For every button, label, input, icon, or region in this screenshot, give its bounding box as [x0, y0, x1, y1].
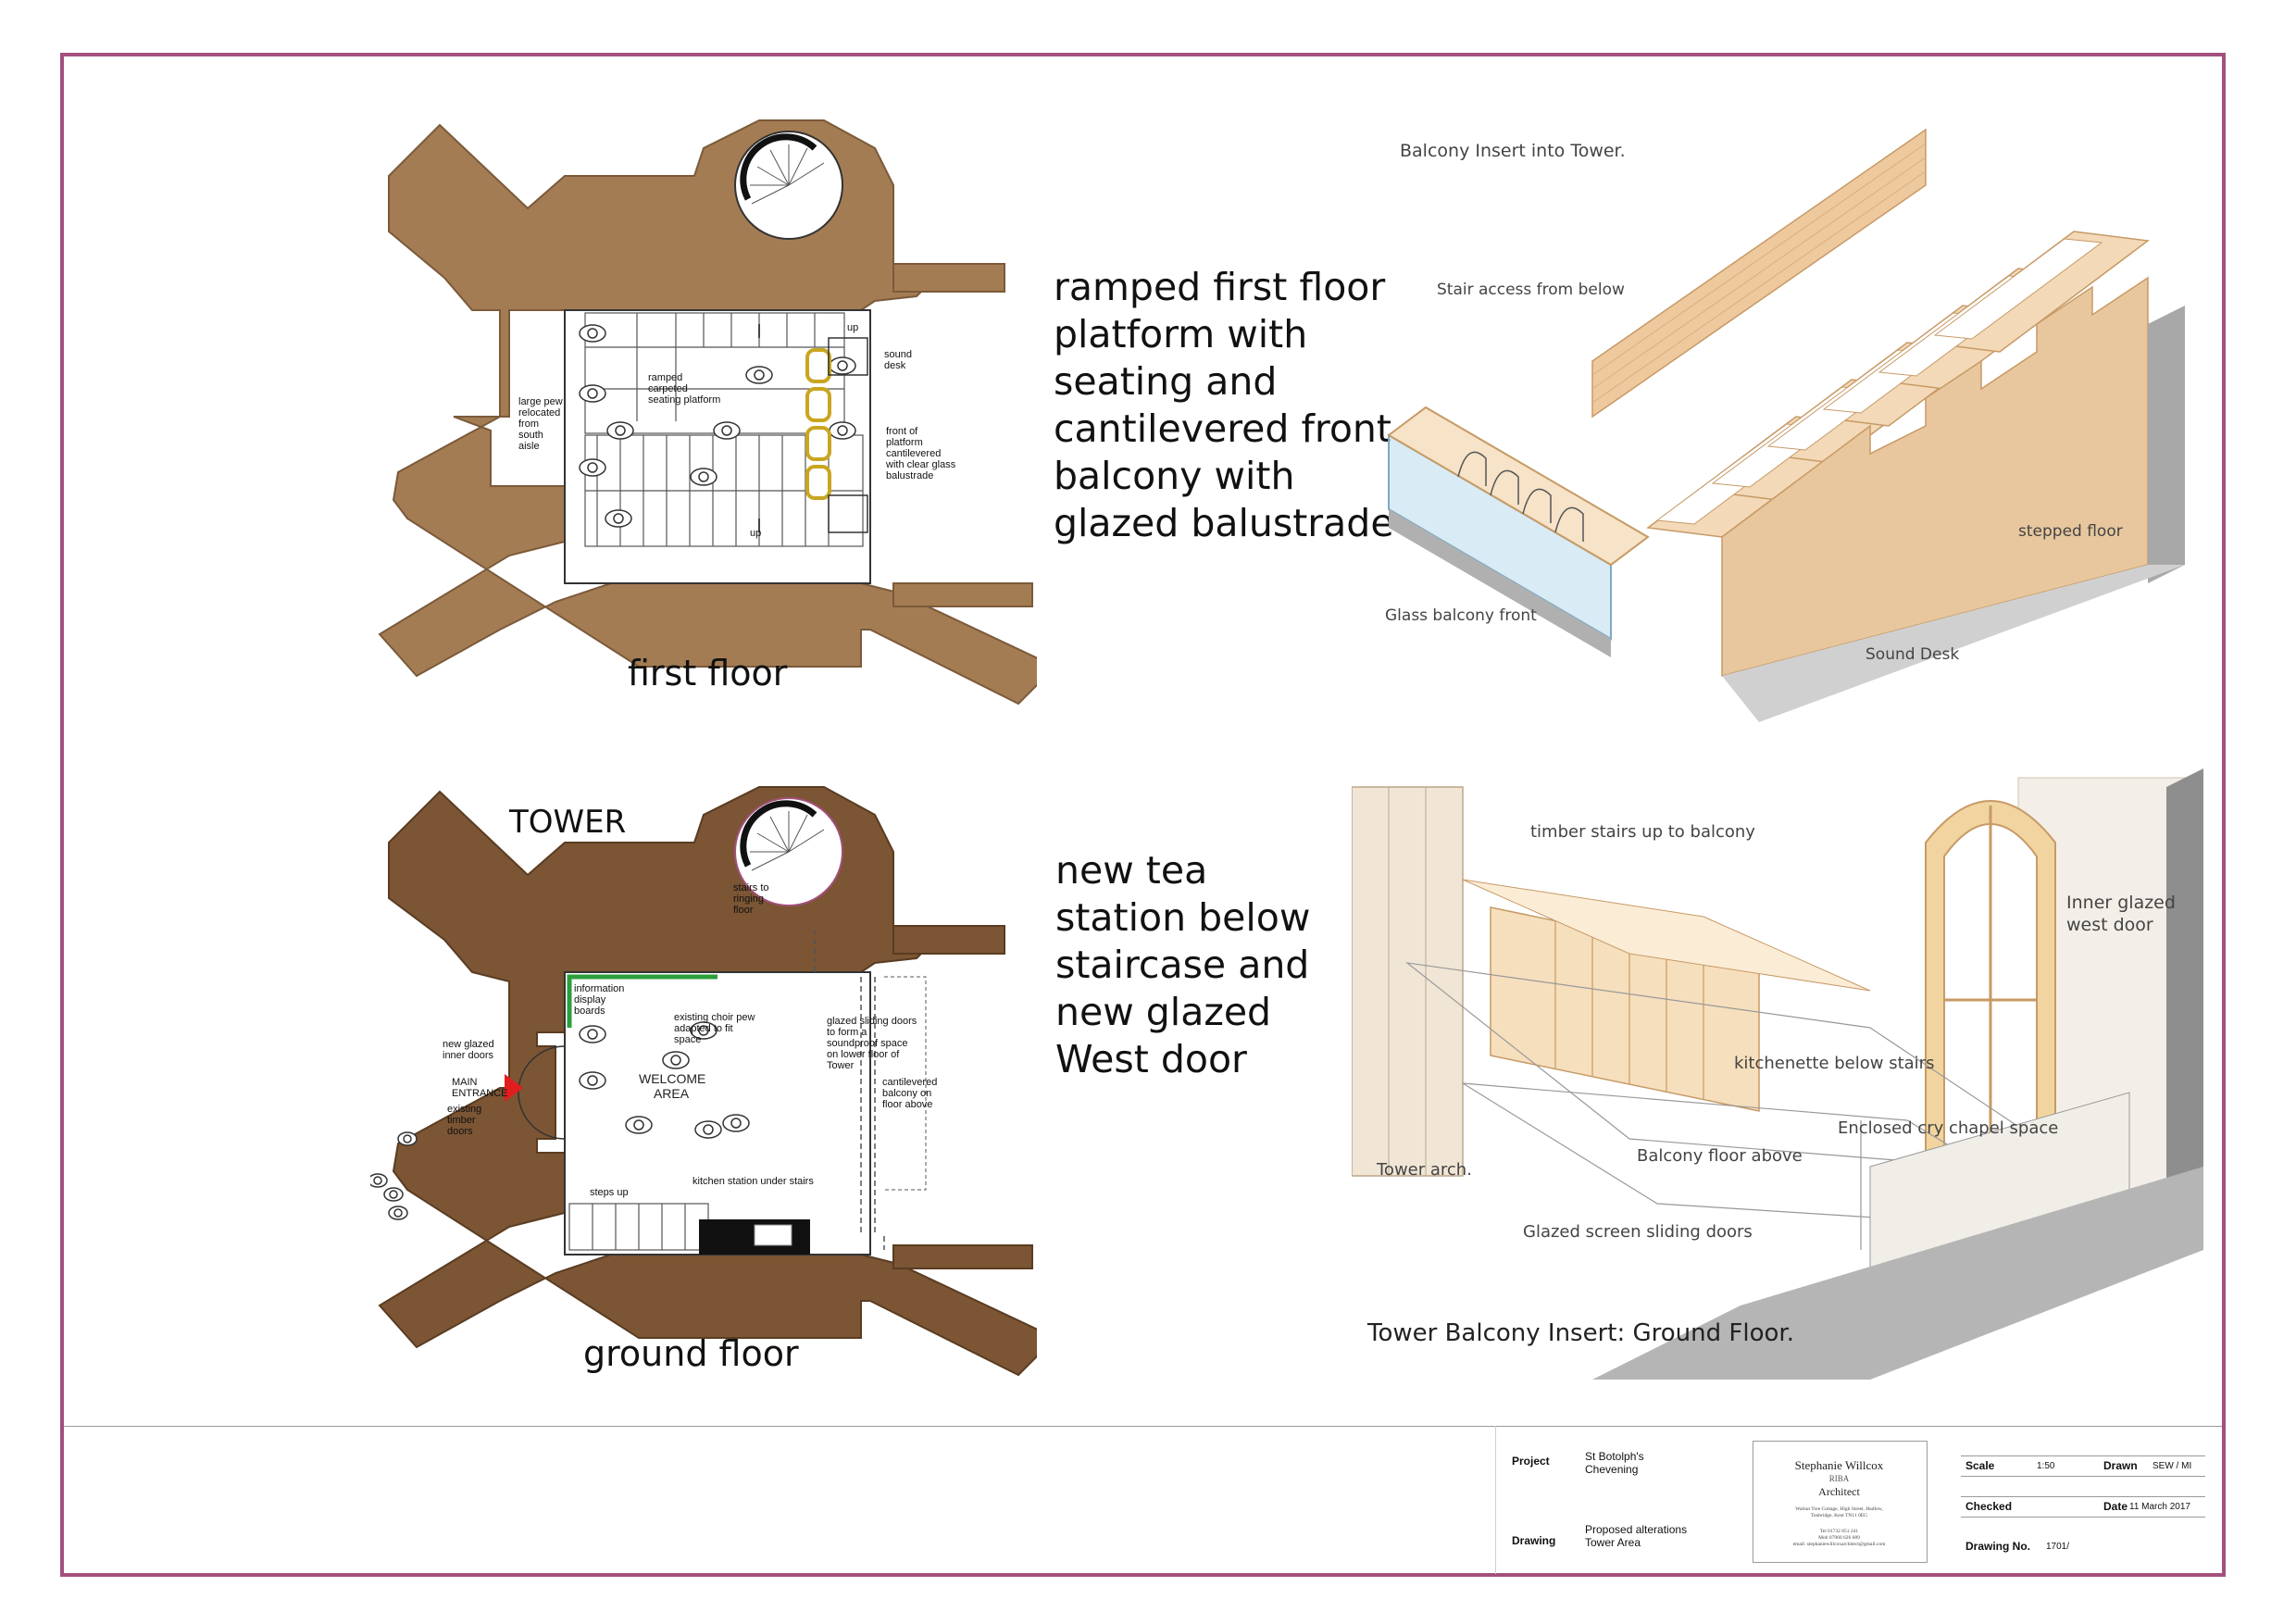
- first-floor-caption: first floor: [628, 653, 788, 693]
- label-stairs-ringing: stairs to ringing floor: [733, 882, 769, 916]
- title-row-rule: [1961, 1496, 2205, 1497]
- label-new-glazed-inner: new glazed inner doors: [443, 1039, 494, 1061]
- architect-title: Architect: [1818, 1485, 1860, 1498]
- label-welcome-area: WELCOME AREA: [639, 1071, 706, 1101]
- label-kitchen-station: kitchen station under stairs: [693, 1176, 814, 1187]
- label-ramped-platform: ramped carpeted seating platform: [648, 372, 721, 406]
- drawing-value: Proposed alterations Tower Area: [1585, 1523, 1688, 1549]
- architect-mob: Mob 07960 626 689: [1818, 1535, 1860, 1541]
- title-block-rule: [1495, 1426, 1496, 1574]
- ground-floor-wall-stub: [892, 1244, 1033, 1269]
- drawn-label: Drawn: [2103, 1459, 2138, 1472]
- sheet-border: [60, 53, 2226, 1577]
- drawing-no-label: Drawing No.: [1965, 1540, 2031, 1553]
- ground-floor-caption: ground floor: [583, 1333, 799, 1374]
- label-glazed-sliding-doors: glazed sliding doors to form a soundproo…: [827, 1016, 917, 1071]
- label-stair-access: Stair access from below: [1437, 281, 1625, 299]
- drawn-value: SEW / MI: [2152, 1461, 2192, 1471]
- description-upper: ramped first floor platform with seating…: [1054, 265, 1394, 545]
- label-timber-stairs: timber stairs up to balcony: [1530, 822, 1755, 842]
- balcony-sketch: [1387, 128, 2185, 722]
- architect-stamp: [1753, 1441, 1928, 1563]
- balcony-seat: [805, 387, 831, 422]
- label-large-pew: large pew relocated from south aisle: [518, 396, 563, 452]
- label-information-boards: information display boards: [574, 983, 625, 1017]
- seat-cushion: [1933, 238, 2103, 340]
- ground-floor-plan: [370, 786, 1037, 1377]
- first-floor-plan: [378, 119, 1037, 706]
- label-sound-desk-sketch: Sound Desk: [1866, 645, 1960, 664]
- first-floor-wall-stub: [892, 582, 1033, 607]
- project-label: Project: [1512, 1455, 1550, 1468]
- label-sound-desk: sound desk: [884, 349, 912, 371]
- scale-value: 1:50: [2037, 1461, 2055, 1471]
- sketch-title-balcony: Balcony Insert into Tower.: [1400, 141, 1626, 161]
- label-stepped-floor: stepped floor: [2018, 522, 2123, 541]
- architect-address: Walnut Tree Cottage, High Street, Hadlow…: [1795, 1506, 1883, 1518]
- first-floor-wall-mass: [378, 119, 1037, 706]
- title-row-rule: [1961, 1517, 2205, 1518]
- label-up-top: up: [847, 322, 859, 333]
- architect-name: Stephanie Willcox: [1794, 1458, 1884, 1472]
- tower-heading: TOWER: [509, 804, 627, 841]
- title-row-rule: [1961, 1476, 2205, 1477]
- label-choir-pew: existing choir pew adapted to fit space: [674, 1012, 755, 1045]
- date-label: Date: [2103, 1500, 2128, 1513]
- project-value: St Botolph's Chevening: [1585, 1450, 1644, 1476]
- balcony-seat: [805, 348, 831, 383]
- entrance-arrow: [505, 1074, 523, 1102]
- drawing-label: Drawing: [1512, 1534, 1556, 1547]
- checked-label: Checked: [1965, 1500, 2013, 1513]
- architect-riba: RIBA: [1828, 1474, 1850, 1483]
- label-kitchenette: kitchenette below stairs: [1734, 1054, 1935, 1073]
- label-tower-arch: Tower arch.: [1377, 1160, 1472, 1180]
- label-steps-up: steps up: [590, 1187, 629, 1198]
- balcony-seat: [805, 426, 831, 461]
- label-up-bottom: up: [750, 528, 762, 539]
- architect-email: email: stephaniewillcoxarchitect@gmail.c…: [1792, 1542, 1886, 1547]
- label-inner-glazed-door: Inner glazed west door: [2066, 893, 2176, 935]
- description-lower: new tea station below staircase and new …: [1055, 848, 1311, 1081]
- label-front-platform: front of platform cantilevered with clea…: [886, 426, 956, 481]
- ground-floor-wall-stub: [892, 925, 1005, 955]
- sketch-caption-ground: Tower Balcony Insert: Ground Floor.: [1367, 1319, 1794, 1347]
- label-main-entrance: MAIN ENTRANCE: [452, 1077, 508, 1099]
- tower-arch: [1352, 786, 1464, 1177]
- title-row-rule: [1961, 1455, 2205, 1456]
- architect-tel: Tel 01732 851 241: [1819, 1529, 1859, 1534]
- first-floor-wall-stub: [892, 263, 1005, 293]
- label-glass-balcony: Glass balcony front: [1385, 606, 1537, 625]
- label-enclosed-chapel: Enclosed cry chapel space: [1838, 1118, 2059, 1138]
- ground-floor-sketch: [1352, 768, 2203, 1380]
- drawing-no-value: 1701/: [2046, 1542, 2070, 1552]
- label-glazed-screen: Glazed screen sliding doors: [1523, 1222, 1753, 1242]
- balcony-seat: [805, 465, 831, 500]
- title-block-divider: [64, 1426, 2222, 1427]
- date-value: 11 March 2017: [2129, 1502, 2190, 1512]
- label-balcony-floor: Balcony floor above: [1637, 1146, 1803, 1166]
- scale-label: Scale: [1965, 1459, 1995, 1472]
- label-existing-timber: existing timber doors: [447, 1104, 482, 1137]
- sound-desk: [828, 337, 868, 376]
- label-cantilevered-balcony: cantilevered balcony on floor above: [882, 1077, 938, 1110]
